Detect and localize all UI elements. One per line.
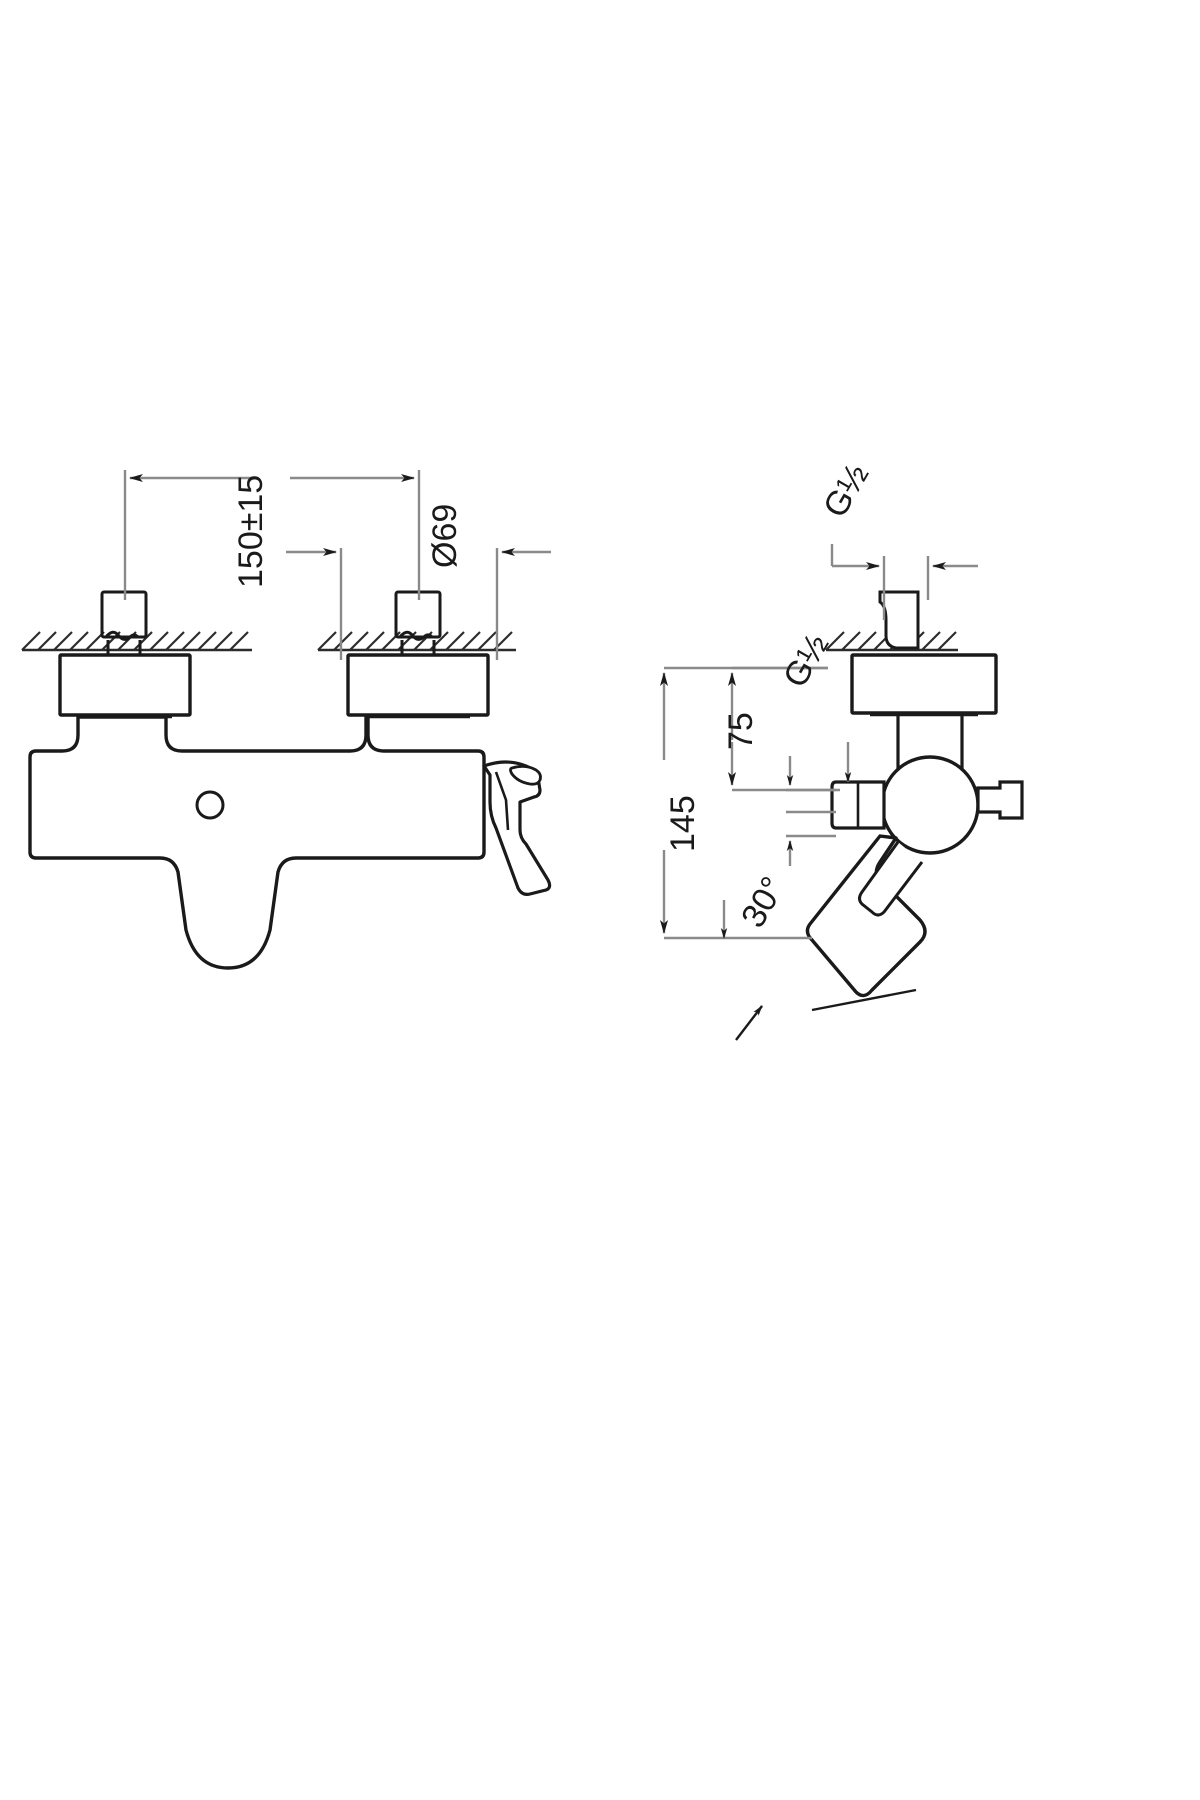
dimension-text-150: 150±15 [232, 475, 270, 588]
dimension-outlet-band [786, 756, 840, 866]
escutcheon-left [58, 653, 192, 719]
lever-rod-side [858, 841, 924, 917]
mixer-body-front [28, 715, 486, 970]
angle-leader-line [811, 988, 917, 1012]
dimension-flange-diameter: Ø69 [286, 504, 551, 660]
front-view: 150±15 Ø69 [21, 470, 552, 970]
wall-hatch-left [21, 631, 252, 652]
dimension-height-145: 145 [660, 666, 828, 940]
body-index-hole [195, 790, 225, 820]
mixer-body-side [805, 715, 1024, 998]
dimension-height-75: 75 [722, 666, 836, 792]
escutcheon-side [850, 653, 998, 717]
dimension-text-75: 75 [722, 712, 760, 750]
dimension-text-dia69: Ø69 [426, 504, 464, 568]
dimension-text-145: 145 [664, 795, 702, 852]
connector-nipple-side [878, 590, 920, 650]
lever-handle-front [482, 760, 552, 896]
outlet-connection-right [976, 780, 1024, 820]
angle-arrow-upper [735, 1005, 763, 1041]
escutcheon-right [346, 653, 490, 719]
dimension-centre-distance: 150±15 [123, 470, 421, 600]
